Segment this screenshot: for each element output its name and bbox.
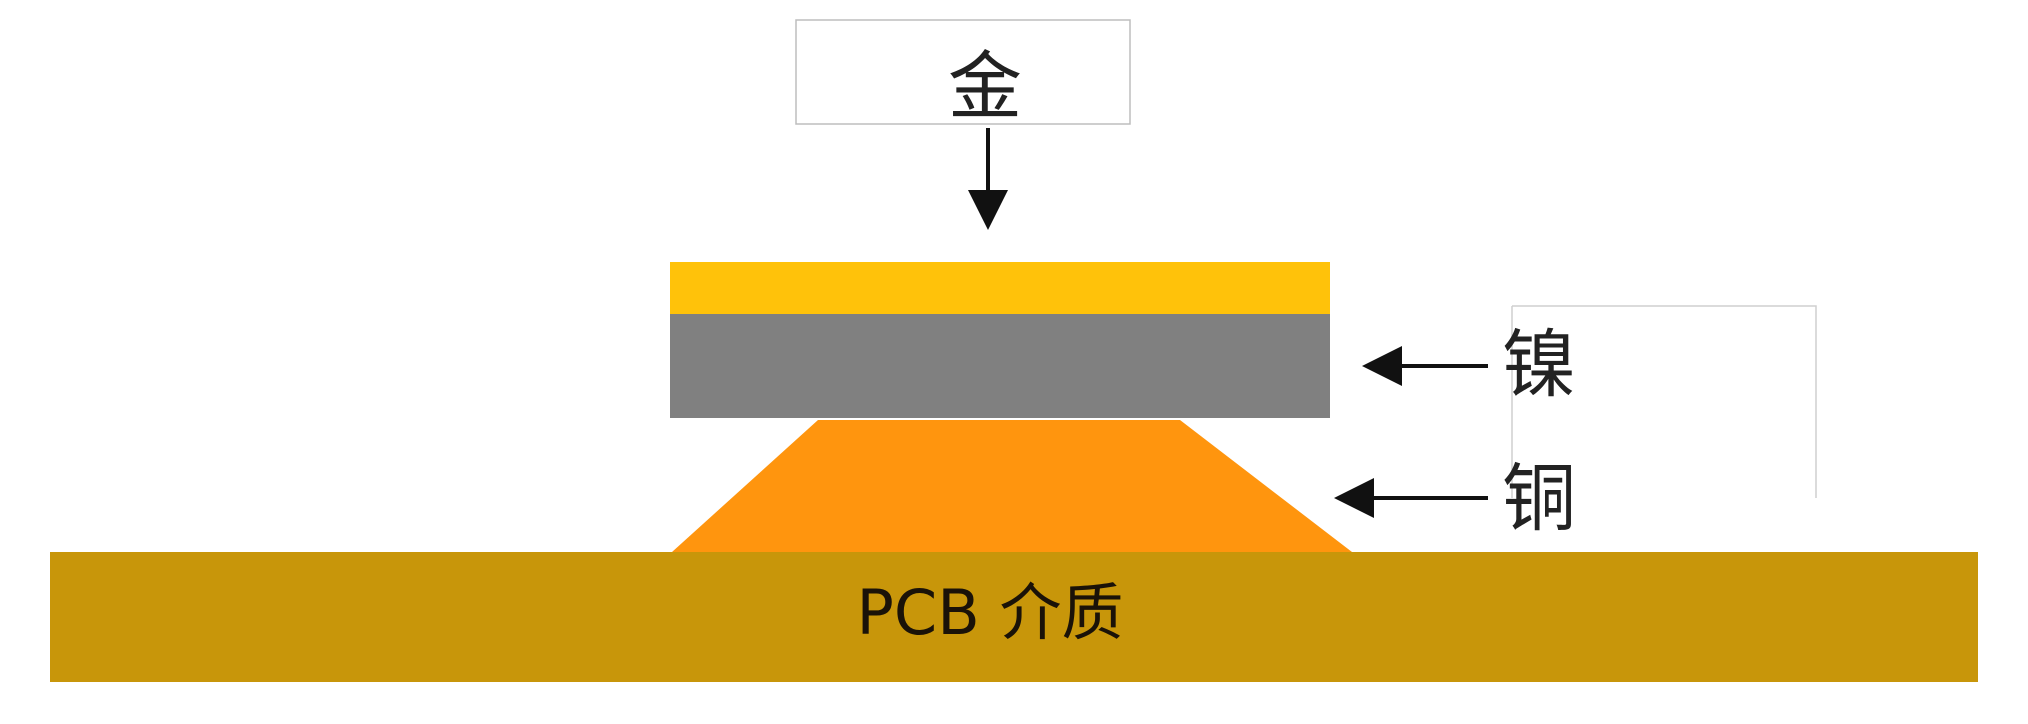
right-label-box	[1511, 305, 1817, 498]
copper-layer	[672, 420, 1352, 552]
substrate-label: PCB 介质	[857, 576, 1124, 649]
gold-label-box	[795, 19, 1131, 125]
pcb-substrate-layer	[50, 552, 1978, 682]
copper-label: 铜	[1502, 456, 1576, 542]
nickel-layer	[670, 312, 1330, 418]
nickel-label: 镍	[1502, 322, 1576, 408]
gold-layer	[670, 262, 1330, 314]
gold-label: 金	[948, 44, 1022, 130]
